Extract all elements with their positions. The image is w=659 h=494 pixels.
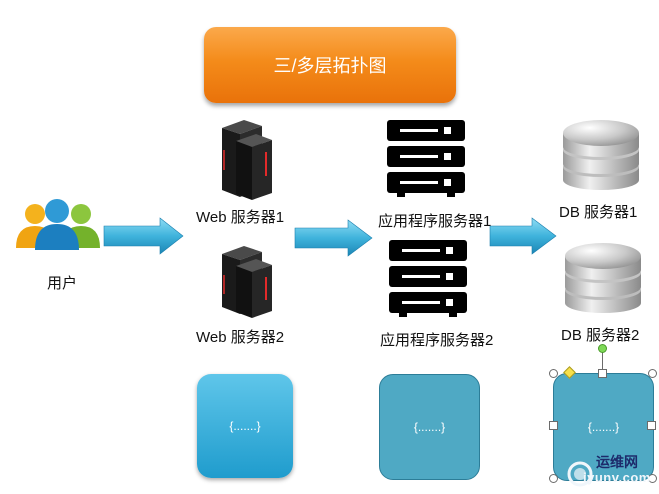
watermark-text-url: iyunv.com: [583, 470, 651, 485]
web-server-2-icon: [222, 246, 272, 318]
placeholder-card-3-selected[interactable]: {.......}: [553, 373, 654, 481]
arrow-app-to-db: [489, 217, 557, 255]
arrow-web-to-app: [294, 219, 373, 257]
rotate-handle[interactable]: [598, 344, 607, 353]
watermark-text-cn: 运维网: [596, 454, 638, 470]
placeholder-card-1[interactable]: {.......}: [197, 374, 293, 478]
user-label: 用户: [47, 275, 78, 292]
resize-handle-top[interactable]: [598, 369, 607, 378]
app-server-1-label: 应用程序服务器1: [378, 213, 492, 230]
arrow-user-to-web: [103, 217, 184, 255]
rotation-stem: [602, 352, 603, 372]
resize-handle-bottom-left[interactable]: [549, 474, 558, 483]
users-icon: [16, 199, 100, 250]
db-server-2-icon: [565, 243, 641, 313]
resize-handle-bottom-right[interactable]: [648, 474, 657, 483]
diagram-title: 三/多层拓扑图: [204, 27, 456, 103]
db-server-1-icon: [563, 120, 639, 190]
db-server-2-label: DB 服务器2: [561, 327, 640, 344]
resize-handle-top-left[interactable]: [549, 369, 558, 378]
watermark-logo-icon: [567, 461, 593, 487]
placeholder-card-3-text: {.......}: [587, 420, 620, 434]
resize-handle-top-right[interactable]: [648, 369, 657, 378]
placeholder-card-2-text: {.......}: [413, 420, 446, 434]
app-server-2-label: 应用程序服务器2: [380, 332, 494, 349]
web-server-1-icon: [222, 120, 272, 200]
diagram-title-text: 三/多层拓扑图: [273, 56, 387, 76]
resize-handle-right[interactable]: [647, 421, 656, 430]
web-server-1-label: Web 服务器1: [196, 209, 285, 226]
resize-handle-left[interactable]: [549, 421, 558, 430]
placeholder-card-1-text: {.......}: [229, 419, 261, 433]
db-server-1-label: DB 服务器1: [559, 204, 638, 221]
app-server-2-icon: [389, 240, 467, 317]
app-server-1-icon: [387, 120, 465, 197]
placeholder-card-2[interactable]: {.......}: [379, 374, 480, 480]
web-server-2-label: Web 服务器2: [196, 329, 285, 346]
